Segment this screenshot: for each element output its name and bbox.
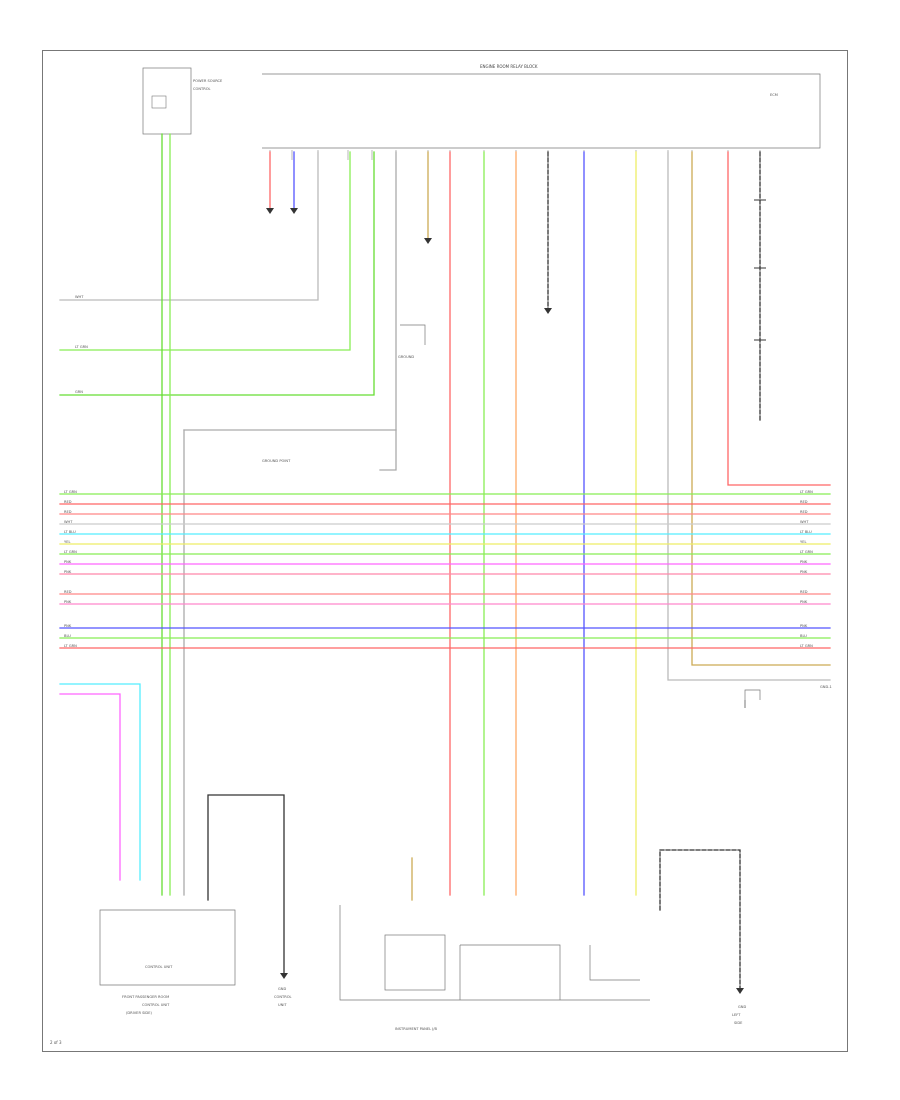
bus-label-left: PNK [64, 570, 72, 574]
wire-label-grn: GRN [75, 390, 83, 394]
ecm-label: ECM [770, 93, 778, 97]
bus-label-right: RED [800, 500, 808, 504]
bus-label-left: LT GRN [64, 550, 77, 554]
bottom-left-ground-2: CONTROL [274, 995, 292, 999]
control-unit-box [99, 909, 236, 986]
bus-label-right: BLU [800, 634, 807, 638]
bus-label-left: RED [64, 590, 72, 594]
bottom-left-box-label-1: FRONT PASSENGER ROOM [122, 995, 169, 999]
bus-label-right: WHT [800, 520, 809, 524]
bus-label-left: WHT [64, 520, 73, 524]
bus-label-left: LT BLU [64, 530, 76, 534]
bottom-right-ground-1: GND [738, 1005, 746, 1009]
wire-label-ltgrn: LT GRN [75, 345, 88, 349]
wire-bus [59, 493, 831, 649]
bus-label-right: YEL [800, 540, 806, 544]
bus-label-right: PNK [800, 624, 808, 628]
bus-label-left: PNK [64, 600, 72, 604]
footer-code: 2 of 3 [50, 1040, 62, 1045]
power-source-box [142, 67, 192, 135]
bus-label-left: RED [64, 500, 72, 504]
relay-block-label: ENGINE ROOM RELAY BLOCK [480, 64, 538, 69]
bottom-left-box-label-2: CONTROL UNIT [142, 1003, 170, 1007]
control-unit-label: CONTROL UNIT [145, 965, 173, 969]
bottom-right-ground-2: LEFT [732, 1013, 741, 1017]
bus-label-left: YEL [64, 540, 70, 544]
bus-label-right: PNK [800, 570, 808, 574]
bus-label-left: BLU [64, 634, 71, 638]
small-tag: GND-1 [820, 685, 832, 689]
bus-label-right: RED [800, 590, 808, 594]
bus-label-right: LT GRN [800, 644, 813, 648]
wire-label-wht: WHT [75, 295, 84, 299]
bus-label-left: LT GRN [64, 644, 77, 648]
bottom-left-ground-1: GND [278, 987, 286, 991]
bottom-center-label: INSTRUMENT PANEL J/B [395, 1027, 438, 1031]
relay-block-outline [262, 73, 821, 149]
bus-label-left: RED [64, 510, 72, 514]
bottom-left-box-label-3: (DRIVER SIDE) [126, 1011, 152, 1015]
ground-point-label: GROUND POINT [262, 459, 291, 463]
bus-label-left: PNK [64, 624, 72, 628]
bus-label-right: LT GRN [800, 490, 813, 494]
diagram-frame [42, 50, 848, 1052]
bus-label-right: PNK [800, 560, 808, 564]
bus-label-right: LT GRN [800, 550, 813, 554]
bottom-left-ground-3: UNIT [278, 1003, 287, 1007]
bus-label-left: LT GRN [64, 490, 77, 494]
bottom-right-ground-3: SIDE [734, 1021, 743, 1025]
top-left-box-label-1: POWER SOURCE [193, 79, 223, 83]
bus-label-left: PNK [64, 560, 72, 564]
bus-label-right: LT BLU [800, 530, 812, 534]
ground-label: GROUND [398, 355, 414, 359]
bus-label-right: PNK [800, 600, 808, 604]
bus-label-right: RED [800, 510, 808, 514]
top-left-box-label-2: CONTROL [193, 87, 211, 91]
